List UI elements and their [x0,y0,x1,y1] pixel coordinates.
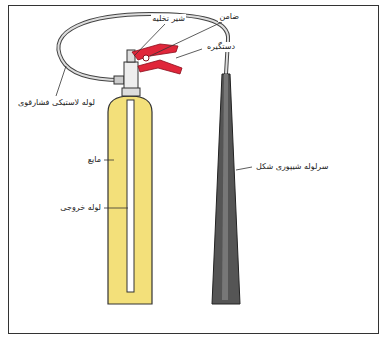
tube-label: لوله خروجی [59,203,102,213]
handle [138,60,182,74]
horn-label: سرلوله شیپوری شکل [255,162,329,172]
leader-line [104,160,114,161]
leader-line [104,208,128,209]
valve-label: شیر تخلیه [151,14,186,24]
hose-highlight [58,14,228,80]
hose-fitting [114,76,124,84]
hose [58,14,228,80]
leader-line [56,66,66,96]
frame [9,6,379,334]
cylinder [108,96,152,304]
handle-label: دستگیره [206,42,236,52]
siphon-tube [127,100,134,292]
liquid-label: مایع [87,155,102,165]
leader-line [236,167,252,170]
safety-pin [143,55,149,61]
horn [212,74,240,304]
hose-label: لوله لاستیکی فشارقوی [17,98,96,108]
pin-label: ضامن [218,12,240,22]
leader-line [176,49,202,58]
horn-shade [222,74,228,300]
valve-collar [122,88,140,96]
